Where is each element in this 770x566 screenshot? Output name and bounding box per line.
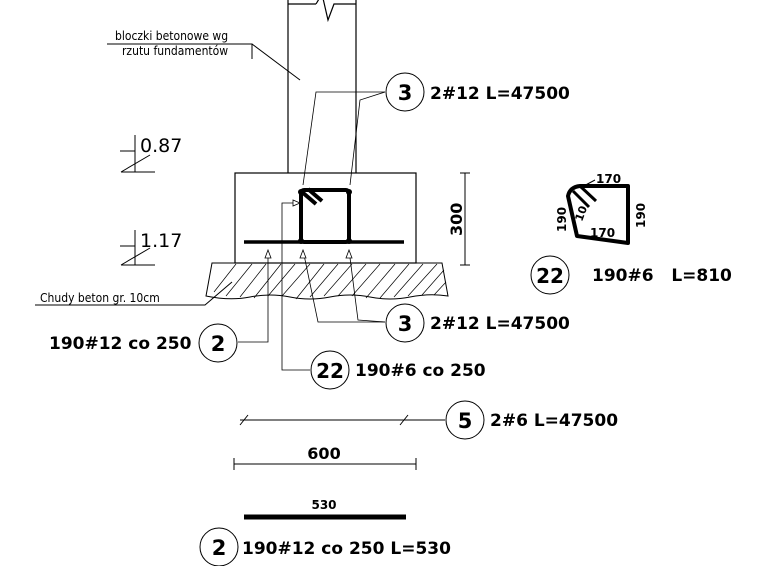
callout-3-top-text: 2#12 L=47500 <box>430 84 570 104</box>
callout-3-top: 3 2#12 L=47500 <box>385 72 570 112</box>
callout-2-text: 190#12 co 250 <box>49 334 192 354</box>
callout-22-number: 22 <box>316 359 344 383</box>
stirrup-top-length: 170 <box>596 172 621 186</box>
lean-concrete-note: Chudy beton gr. 10cm <box>35 281 233 306</box>
callout-5-text: 2#6 L=47500 <box>490 411 618 431</box>
width-dimension <box>233 458 417 470</box>
leaders-3-bottom <box>302 249 386 323</box>
stirrup-hook-length: 10 <box>573 204 591 223</box>
level-upper <box>120 135 155 173</box>
lean-concrete-label: Chudy beton gr. 10cm <box>40 291 160 305</box>
blocks-note-line1: bloczki betonowe wg <box>115 29 228 43</box>
stirrup-bottom-length: 170 <box>590 226 615 240</box>
callout-5: 5 2#6 L=47500 <box>445 400 618 440</box>
stirrup-right-length: 190 <box>634 203 648 228</box>
level-lower <box>120 230 155 266</box>
callout-5-number: 5 <box>458 409 473 433</box>
callout-2-detail: 2 190#12 co 250 L=530 <box>199 527 451 566</box>
width-dimension-value: 600 <box>307 444 340 463</box>
level-lower-value: 1.17 <box>140 230 182 252</box>
callout-2-number: 2 <box>211 332 226 356</box>
callout-22-shape-number: 22 <box>536 264 564 288</box>
footing <box>234 172 417 264</box>
callout-22-shape-text: 190#6 L=810 <box>592 266 732 286</box>
callout-22: 22 190#6 co 250 <box>310 350 486 390</box>
stirrup-left-length: 190 <box>555 207 569 232</box>
blocks-note-line2: rzutu fundamentów <box>122 44 228 58</box>
callout-2-detail-number: 2 <box>212 536 227 560</box>
callout-3-top-number: 3 <box>398 81 413 105</box>
leader-22 <box>281 202 310 371</box>
callout-2: 190#12 co 250 2 <box>49 323 238 363</box>
callout-22-shape: 22 190#6 L=810 <box>530 255 732 295</box>
callout-3-bottom-number: 3 <box>398 312 413 336</box>
blocks-note: bloczki betonowe wg rzutu fundamentów <box>107 29 301 81</box>
height-dimension <box>460 172 470 266</box>
stirrup-22 <box>299 187 351 244</box>
level-upper-value: 0.87 <box>140 135 182 157</box>
leader-2 <box>238 252 269 343</box>
main-bars-3 <box>298 189 352 244</box>
lean-concrete <box>205 262 449 300</box>
callout-3-bottom: 3 2#12 L=47500 <box>385 303 570 343</box>
callout-22-text: 190#6 co 250 <box>355 361 486 381</box>
bar-5 <box>239 414 445 426</box>
stirrup-shape: 170 170 190 190 10 <box>555 172 648 245</box>
leaders-3-top <box>302 91 386 186</box>
callout-2-detail-text: 190#12 co 250 L=530 <box>242 539 451 559</box>
wall <box>287 0 357 173</box>
bar-2-length: 530 <box>311 498 336 512</box>
callout-3-bottom-text: 2#12 L=47500 <box>430 314 570 334</box>
height-dimension-value: 300 <box>447 203 466 236</box>
arrow-marks <box>264 199 353 259</box>
